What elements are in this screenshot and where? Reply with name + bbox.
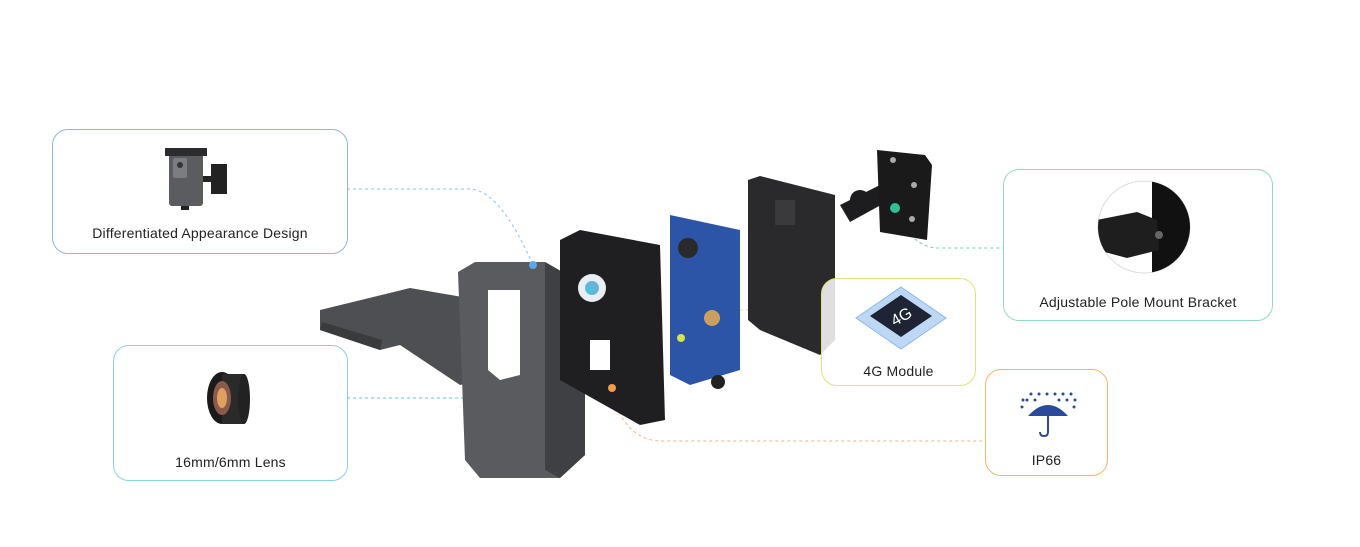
feature-label: Differentiated Appearance Design	[92, 225, 308, 241]
feature-card-ip66: IP66	[985, 369, 1108, 476]
4g-chip-icon: 4G	[855, 286, 947, 350]
back-cover-part	[748, 176, 835, 355]
connector-ip66	[609, 389, 985, 442]
feature-label: IP66	[1031, 452, 1062, 468]
feature-card-lens: 16mm/6mm Lens	[113, 345, 348, 481]
hotspot-ip66[interactable]	[608, 384, 616, 392]
camera-with-bracket-icon	[165, 148, 227, 210]
ball-joint-bracket-icon	[1097, 180, 1191, 274]
mount-bracket-part	[840, 150, 932, 240]
circuit-board-part	[670, 215, 740, 389]
feature-label: 4G Module	[863, 363, 934, 379]
hotspot-lens[interactable]	[586, 286, 594, 294]
feature-card-appearance: Differentiated Appearance Design	[52, 129, 348, 254]
lens-icon	[207, 372, 250, 424]
feature-card-4g-module: 4G 4G Module	[821, 278, 976, 386]
connector-appearance	[347, 188, 534, 266]
umbrella-rain-icon	[1020, 392, 1077, 438]
front-housing-part	[458, 262, 585, 478]
sunshade-part	[320, 288, 480, 385]
feature-label: 16mm/6mm Lens	[175, 454, 286, 470]
feature-label: Adjustable Pole Mount Bracket	[1039, 294, 1237, 310]
feature-card-bracket: Adjustable Pole Mount Bracket	[1003, 169, 1273, 321]
hotspot-appearance[interactable]	[529, 261, 537, 269]
